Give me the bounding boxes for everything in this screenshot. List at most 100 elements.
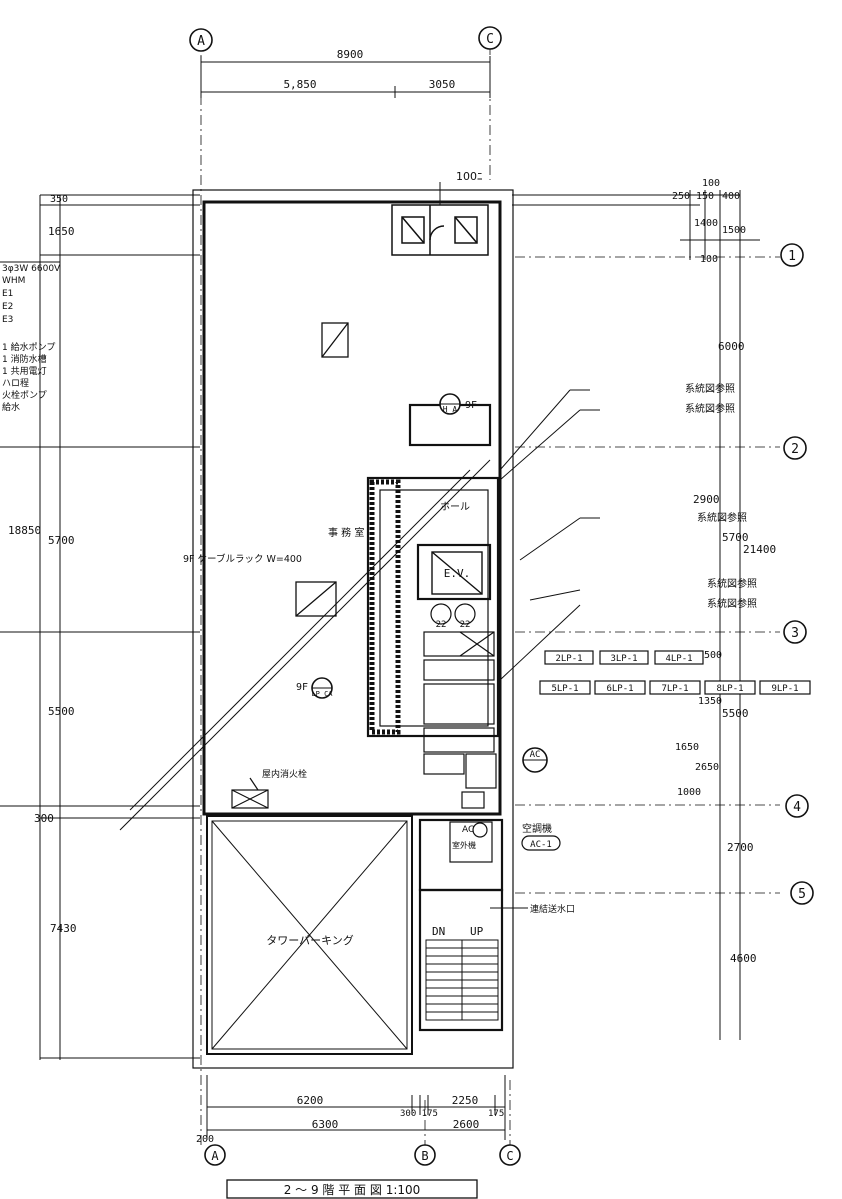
dim-bottom-175: 175 <box>488 1109 504 1119</box>
grid-bubble-c-bottom: C <box>499 1144 521 1166</box>
cable-rack <box>369 479 401 735</box>
lp-tag-7: 7LP-1 <box>649 680 701 695</box>
cable-rack-label: 9F ケーブルラック W=400 <box>183 553 302 565</box>
svg-text:AC: AC <box>530 750 541 760</box>
ha-symbol: H A <box>439 393 461 415</box>
dim-left-300: 300 <box>34 812 54 825</box>
dim-left-7430: 7430 <box>50 922 77 935</box>
dim-bottom-300-175: 300 175 <box>400 1109 438 1119</box>
fire-hydrant-box <box>231 777 269 809</box>
dim-top-right: 3050 <box>429 78 456 91</box>
stairs-up: UP <box>470 925 484 938</box>
reference-leaders <box>119 389 600 831</box>
ref-system-5: 系統図参照 <box>707 597 757 610</box>
dim-bottom-6200: 6200 <box>297 1094 324 1107</box>
dim-right-6000: 6000 <box>718 340 745 353</box>
grid-bubble-4: 4 <box>785 794 809 818</box>
grid-bubble-c-top: C <box>478 26 502 50</box>
grid-bubble-1: 1 <box>780 243 804 267</box>
svg-text:1 消防水槽: 1 消防水槽 <box>2 353 47 365</box>
fire-outlet-label: 連結送水口 <box>530 903 575 915</box>
ref-system-1: 系統図参照 <box>685 382 735 395</box>
svg-text:3φ3W 6600V: 3φ3W 6600V <box>2 264 61 274</box>
svg-text:A: A <box>211 1149 219 1163</box>
svg-text:3LP-1: 3LP-1 <box>610 654 637 664</box>
ac-outdoor-area <box>449 821 493 863</box>
stairs <box>425 939 499 1021</box>
room-22-b: 22 <box>460 620 471 630</box>
dim-right-1350: 1350 <box>698 696 722 707</box>
building-outline <box>192 189 514 1069</box>
office-light-symbol-2 <box>295 581 337 617</box>
svg-text:1 給水ポンプ: 1 給水ポンプ <box>2 341 55 353</box>
tower-parking <box>206 815 413 1055</box>
ac1-tag: AC-1 <box>521 835 561 851</box>
dim-left-350: 350 <box>50 194 68 205</box>
fire-hydrant-label: 屋内消火栓 <box>262 768 307 780</box>
dim-bottom-2600: 2600 <box>453 1118 480 1131</box>
grid-bubble-5: 5 <box>790 881 814 905</box>
svg-text:WHM: WHM <box>2 276 25 286</box>
dim-right-5500: 5500 <box>722 707 749 720</box>
svg-text:E3: E3 <box>2 315 13 325</box>
left-dimension-lines <box>0 194 200 1060</box>
dim-left-5500: 5500 <box>48 705 75 718</box>
svg-text:2: 2 <box>791 442 799 457</box>
lp-9f-label: 9F <box>296 682 308 693</box>
svg-text:B: B <box>421 1149 428 1163</box>
dim-right-2650: 2650 <box>695 762 719 773</box>
svg-text:A: A <box>197 34 205 49</box>
svg-text:2 〜 9 階 平 面 図 1:100: 2 〜 9 階 平 面 図 1:100 <box>284 1182 421 1197</box>
svg-text:給水: 給水 <box>2 401 20 413</box>
svg-text:9LP-1: 9LP-1 <box>771 684 798 694</box>
dim-right-100a: 100 <box>702 178 720 189</box>
svg-text:1 共用電灯: 1 共用電灯 <box>2 366 47 377</box>
ac1-title: 空調機 <box>522 822 552 835</box>
svg-text:C: C <box>486 32 494 47</box>
lp-tag-3: 3LP-1 <box>599 650 649 665</box>
lp-tag-6: 6LP-1 <box>594 680 646 695</box>
svg-text:H A: H A <box>443 405 458 414</box>
ev-label: E.V. <box>444 567 471 580</box>
svg-text:E2: E2 <box>2 302 13 312</box>
dim-right-1400: 1400 <box>694 218 718 229</box>
core-small-rooms <box>423 603 497 809</box>
dim-left-18850: 18850 <box>8 524 41 537</box>
office-light-symbol-1 <box>321 322 349 358</box>
grid-bubble-2: 2 <box>783 436 807 460</box>
lp-tag-9: 9LP-1 <box>759 680 811 695</box>
dim-right-1000: 1000 <box>677 787 701 798</box>
ps-9f-label: 9F <box>465 400 477 411</box>
dim-right-500: 500 <box>704 650 722 661</box>
ref-system-2: 系統図参照 <box>685 402 735 415</box>
lp-tag-8: 8LP-1 <box>704 680 756 695</box>
ref-system-4: 系統図参照 <box>707 577 757 590</box>
svg-text:ハロ程: ハロ程 <box>2 378 29 389</box>
svg-text:6LP-1: 6LP-1 <box>606 684 633 694</box>
dim-right-400: 400 <box>722 191 740 202</box>
grid-bubble-a-top: A <box>189 28 213 52</box>
main-label-100: 100ﾆ <box>456 170 483 183</box>
dim-right-2700: 2700 <box>727 841 754 854</box>
lp-tag-4: 4LP-1 <box>654 650 704 665</box>
dim-bottom-2250: 2250 <box>452 1094 479 1107</box>
svg-text:5: 5 <box>798 887 806 902</box>
ac-outdoor-jp: 室外機 <box>452 840 476 850</box>
lp-tag-2: 2LP-1 <box>544 650 594 665</box>
room-22-a: 22 <box>436 620 447 630</box>
lp-tag-5: 5LP-1 <box>539 680 591 695</box>
hall-label: ホール <box>440 501 470 513</box>
svg-text:火栓ポンプ: 火栓ポンプ <box>2 389 47 401</box>
dim-right-1650: 1650 <box>675 742 699 753</box>
ac-outdoor-label: AC <box>462 825 474 835</box>
grid-bubble-b-bottom: B <box>414 1144 436 1166</box>
svg-text:4: 4 <box>793 800 801 815</box>
svg-text:LP CA: LP CA <box>311 690 333 698</box>
dim-right-2900: 2900 <box>693 493 720 506</box>
grid-bubble-3: 3 <box>783 620 807 644</box>
dim-right-5700: 5700 <box>722 531 749 544</box>
svg-text:1: 1 <box>788 249 796 264</box>
grid-bubble-a-bottom: A <box>204 1144 226 1166</box>
svg-text:2LP-1: 2LP-1 <box>555 654 582 664</box>
